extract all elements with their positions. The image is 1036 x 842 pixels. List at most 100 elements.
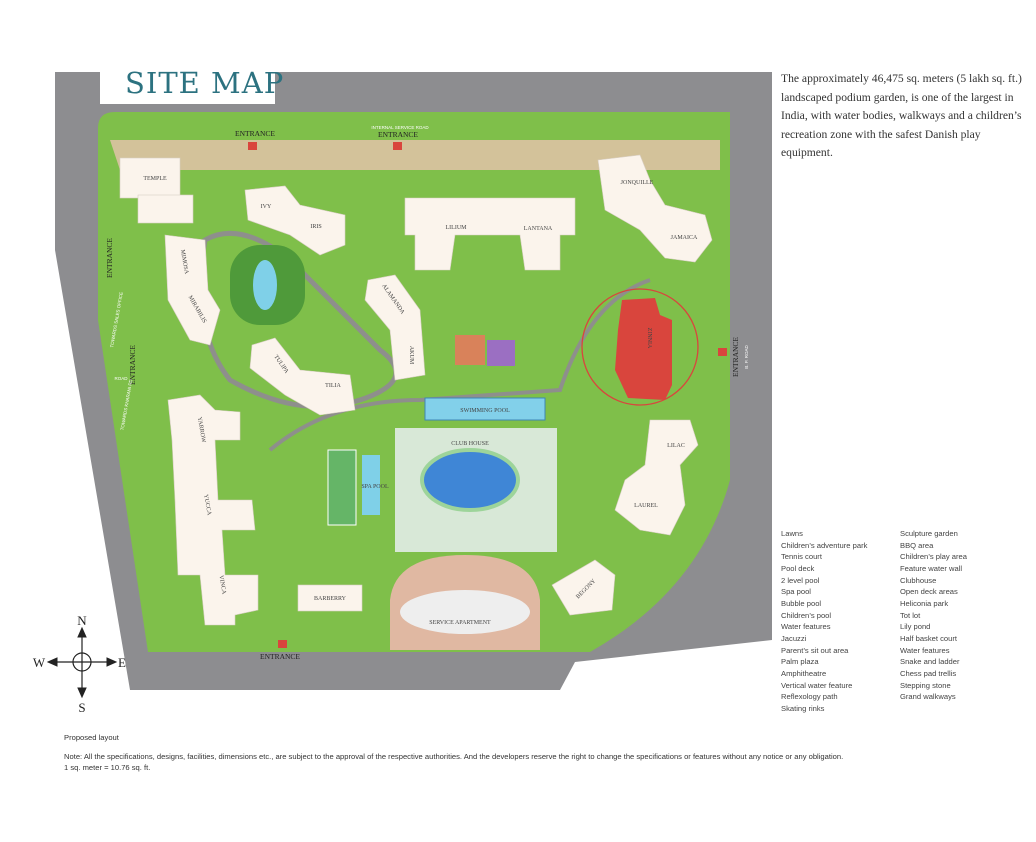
label-lilac: LILAC — [667, 443, 685, 449]
label-akum: AKUM — [408, 346, 414, 365]
label-barberry: BARBERRY — [314, 596, 347, 602]
label-iris: IRIS — [310, 224, 321, 230]
compass-east: E — [118, 655, 126, 670]
label-lilium: LILIUM — [446, 225, 468, 231]
walkway-band — [110, 140, 720, 170]
label-lantana: LANTANA — [524, 226, 553, 232]
road-label-internal-service: INTERNAL SERVICE ROAD — [371, 125, 429, 130]
legend-item: Vertical water feature — [781, 680, 853, 690]
legend-item: Lawns — [781, 529, 803, 538]
compass-rose — [46, 626, 118, 699]
legend-item: Grand walkways — [900, 692, 956, 702]
disclaimer-note: Note: All the specifications, designs, f… — [64, 752, 844, 761]
label-spa-pool: SPA POOL — [361, 484, 389, 490]
building-barberry — [297, 584, 363, 612]
entrance-gate-top — [393, 142, 402, 150]
label-service-apartment: SERVICE APARTMENT — [429, 620, 491, 626]
building-begony — [551, 559, 616, 616]
zinnia-highlight-circle — [581, 288, 699, 406]
label-jamaica: JAMAICA — [671, 235, 698, 241]
entrance-label-left-lower: ENTRANCE — [128, 345, 137, 385]
legend-item: Water features — [900, 645, 950, 655]
swimming-pool — [424, 397, 546, 421]
label-swimming-pool: SWIMMING POOL — [460, 408, 510, 414]
proposed-layout-label: Proposed layout — [64, 733, 119, 742]
building-yarrow-yucca-vinca — [167, 394, 259, 626]
legend-item: Reflexology path — [781, 692, 838, 702]
road-label-left-small: ROAD — [114, 376, 128, 381]
building-jonquille-jamaica — [597, 154, 713, 263]
entrance-label-top: ENTRANCE — [378, 130, 418, 139]
label-yucca: YUCCA — [202, 494, 212, 516]
legend-item: Snake and ladder — [900, 657, 960, 667]
building-lilac-laurel — [614, 419, 699, 536]
building-temple-annex — [137, 194, 194, 224]
legend-item: Half basket court — [900, 633, 957, 643]
label-zinnia: ZINNIA — [646, 328, 652, 349]
building-alamanda-akum — [364, 274, 426, 381]
service-apartment — [400, 590, 530, 634]
label-vinca: VINCA — [217, 575, 226, 595]
legend-item: Children’s adventure park — [781, 540, 868, 550]
legend-item: Tot lot — [900, 610, 921, 620]
legend-item: BBQ area — [900, 540, 934, 550]
road-label-bp-road: B. P. ROAD — [744, 345, 749, 369]
club-pool — [420, 448, 520, 512]
legend-item: Clubhouse — [900, 575, 937, 585]
entrance-label-top-left: ENTRANCE — [235, 129, 275, 138]
entrance-label-right: ENTRANCE — [731, 337, 740, 377]
legend-item: Children’s play area — [900, 552, 967, 562]
page-title: SITE MAP — [125, 66, 285, 100]
legend-item: Pool deck — [781, 563, 815, 573]
compass-south: S — [78, 700, 85, 715]
legend-item: Children’s pool — [781, 610, 832, 620]
legend-item: Palm plaza — [781, 657, 819, 667]
entrance-label-bottom: ENTRANCE — [260, 652, 300, 661]
legend-item: Water features — [781, 622, 831, 632]
label-jonquille: JONQUILLE — [621, 180, 654, 186]
building-tulipa-tilia — [249, 337, 356, 416]
legend-item: Stepping stone — [900, 680, 951, 690]
site-description: The approximately 46,475 sq. meters (5 l… — [781, 72, 1022, 160]
legend-item: Feature water wall — [900, 563, 963, 573]
label-ivy: IVY — [261, 204, 272, 210]
legend-item: Spa pool — [781, 587, 811, 597]
entrance-gate-right — [718, 348, 727, 356]
building-zinnia — [615, 298, 672, 400]
label-temple: TEMPLE — [143, 176, 167, 182]
tennis-court — [327, 449, 357, 526]
play-area-2 — [487, 340, 515, 366]
spa-pool — [362, 455, 380, 515]
central-path — [268, 278, 651, 452]
label-laurel: LAUREL — [634, 503, 658, 509]
entrance-gate-top-left — [248, 142, 257, 150]
building-lilium-lantana — [404, 197, 576, 271]
building-ivy-iris — [244, 185, 346, 256]
entrance-label-left-upper: ENTRANCE — [105, 238, 114, 278]
legend-item: Skating rinks — [781, 703, 825, 713]
legend-item: Lily pond — [900, 622, 931, 632]
building-mimosa-mirabilis — [164, 234, 221, 346]
label-club-house: CLUB HOUSE — [451, 441, 489, 447]
label-tilia: TILIA — [325, 383, 341, 389]
label-yarrow: YARROW — [196, 416, 206, 443]
lily-pond — [253, 260, 277, 310]
legend-item: 2 level pool — [781, 575, 820, 585]
unit-conversion: 1 sq. meter = 10.76 sq. ft. — [64, 763, 151, 772]
legend-item: Amphitheatre — [781, 668, 827, 678]
entrance-gate-bottom — [278, 640, 287, 648]
legend-item: Tennis court — [781, 552, 822, 562]
legend-item: Parent’s sit out area — [781, 645, 849, 655]
legend-item: Heliconia park — [900, 598, 949, 608]
compass-north: N — [77, 613, 87, 628]
building-temple — [119, 157, 181, 199]
label-mimosa: MIMOSA — [179, 249, 189, 275]
play-area — [455, 335, 485, 365]
legend-item: Jacuzzi — [781, 633, 807, 643]
compass-west: W — [33, 655, 46, 670]
legend-item: Open deck areas — [900, 587, 958, 597]
legend-item: Chess pad trellis — [900, 668, 957, 678]
